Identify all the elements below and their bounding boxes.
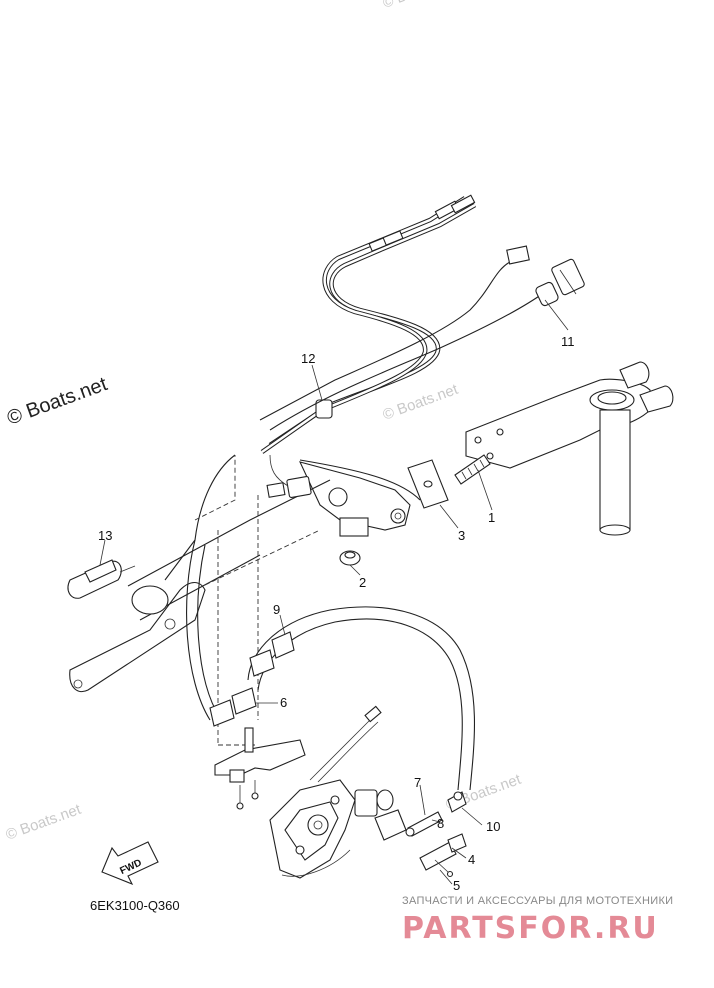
mount-bracket — [214, 727, 306, 810]
main-connector — [535, 258, 585, 307]
cable-clamps — [209, 631, 295, 727]
callout-7: 7 — [414, 775, 421, 790]
brand-logo-text: PARTSFOR.RU — [402, 911, 659, 946]
callout-10: 10 — [486, 819, 500, 834]
callout-1: 1 — [488, 510, 495, 525]
watermark-center: © Boats.net — [381, 381, 461, 424]
callout-3: 3 — [458, 528, 465, 543]
watermark-main: © Boats.net — [4, 373, 110, 430]
watermark-lower-left: © Boats.net — [4, 801, 84, 844]
watermarks: © Boats.net © Boats.net © Boats.net © Bo… — [4, 0, 524, 844]
callout-2: 2 — [359, 575, 366, 590]
connector-small — [506, 245, 530, 265]
nut — [339, 550, 361, 566]
callout-5: 5 — [453, 878, 460, 893]
callout-6: 6 — [280, 695, 287, 710]
callouts: 1 2 3 4 5 6 7 8 9 10 11 12 13 — [98, 334, 575, 893]
bolt — [454, 454, 491, 485]
cable-loop — [186, 539, 476, 791]
tiller-arm — [69, 454, 421, 693]
callout-4: 4 — [468, 852, 475, 867]
diagram-code: 6EK3100-Q360 — [90, 898, 180, 913]
small-parts — [405, 791, 467, 878]
leader-lines — [99, 299, 569, 885]
bolt-plate-nut — [339, 454, 493, 576]
tiller-bracket — [465, 361, 674, 536]
brand-logo: ЗАПЧАСТИ И АКСЕССУАРЫ ДЛЯ МОТОТЕХНИКИ PA… — [402, 895, 673, 946]
callout-11: 11 — [561, 334, 575, 349]
callout-9: 9 — [273, 602, 280, 617]
plate — [407, 459, 449, 509]
wire-harness — [259, 245, 585, 431]
callout-12: 12 — [301, 351, 315, 366]
arm-connector — [266, 454, 312, 499]
grip-switch — [67, 559, 136, 599]
throttle-shift-cables — [260, 194, 477, 454]
fwd-arrow: FWD — [101, 841, 159, 886]
watermark-top: © Boats.net — [381, 0, 456, 11]
brand-tagline: ЗАПЧАСТИ И АКСЕССУАРЫ ДЛЯ МОТОТЕХНИКИ — [402, 895, 673, 907]
callout-13: 13 — [98, 528, 112, 543]
callout-8: 8 — [437, 816, 444, 831]
lower-assembly — [269, 705, 407, 879]
